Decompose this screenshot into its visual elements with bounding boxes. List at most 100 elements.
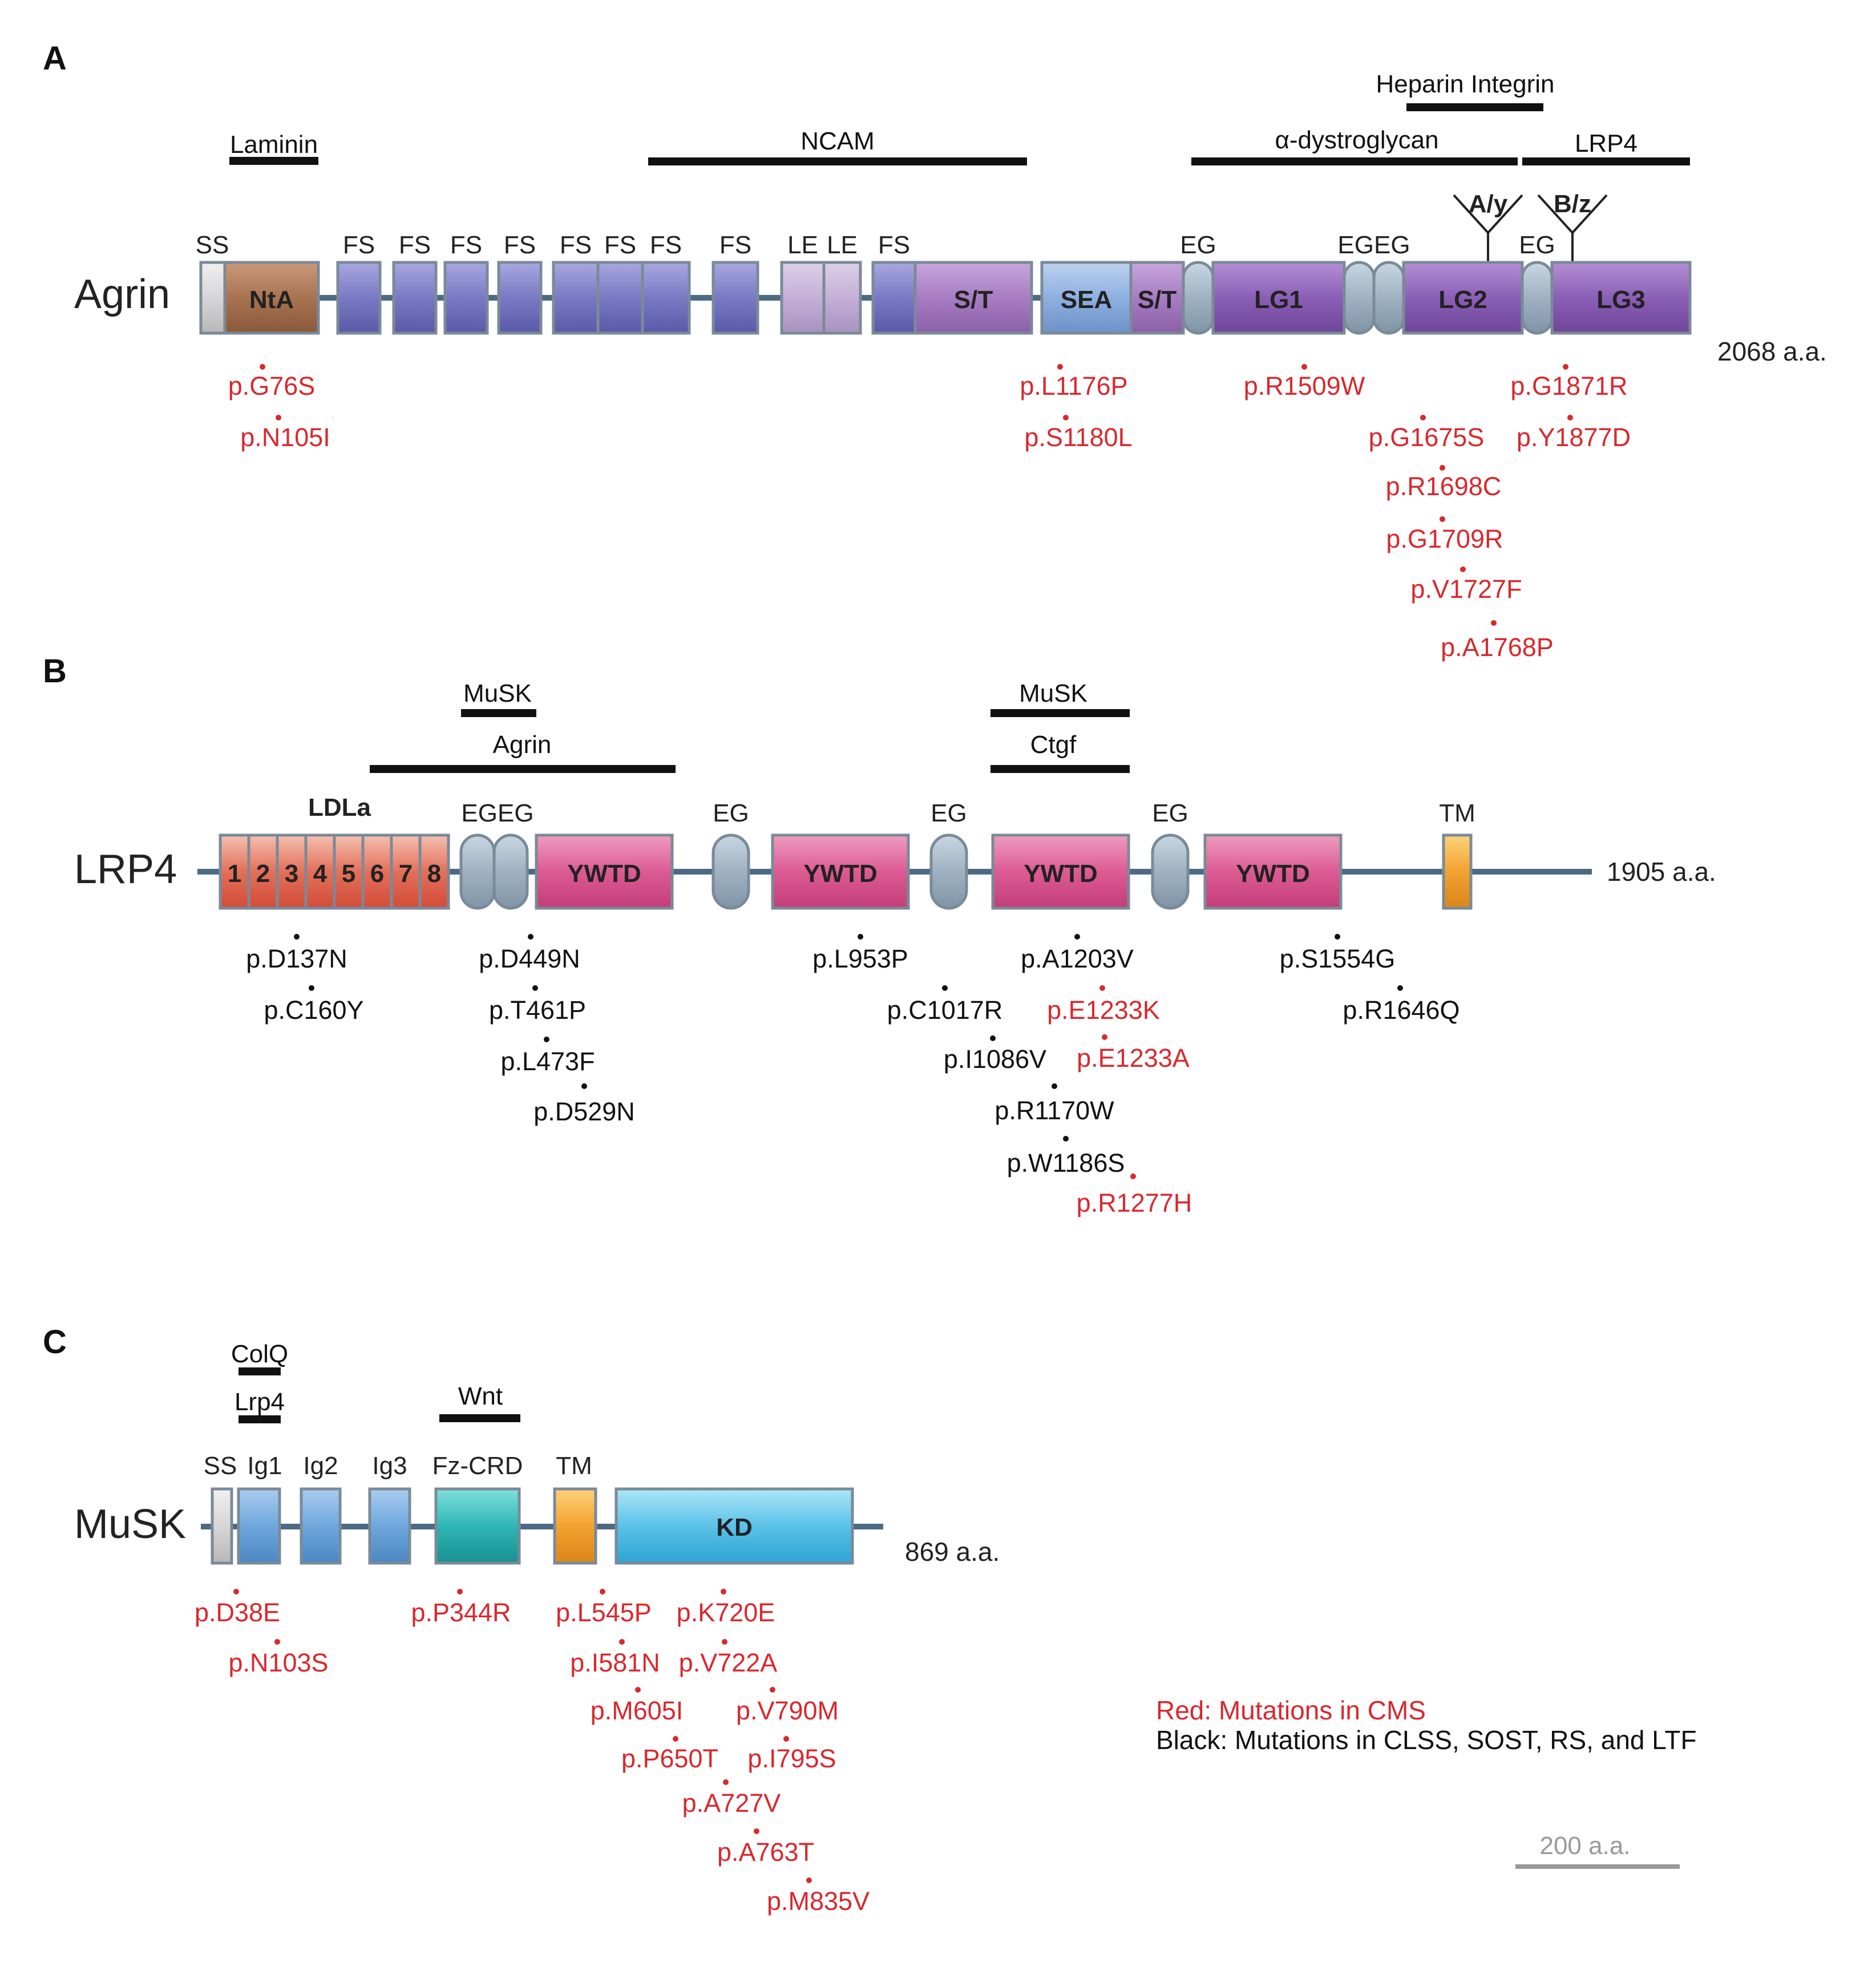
panel-a: A Laminin NCAM Heparin Integrin α-dystro… <box>43 40 1827 662</box>
lrp4-eg-domain <box>711 833 750 910</box>
mutation-label: p.G1709R <box>1386 524 1503 553</box>
mutation-marker <box>1099 985 1105 991</box>
mutation-marker <box>276 415 281 420</box>
mutation-marker <box>1563 364 1568 370</box>
mutation-marker <box>754 1828 759 1834</box>
lrp4-eg-label: EG <box>1152 799 1188 827</box>
agrin-le-domain <box>822 261 862 335</box>
mutation-marker <box>722 1639 727 1645</box>
musk-ss-domain <box>211 1487 233 1565</box>
mutation-marker <box>544 1037 549 1042</box>
mutation-marker <box>1063 1136 1069 1142</box>
agrin-fs-label: FS <box>878 231 910 259</box>
agrin-eg-domain <box>1182 261 1215 335</box>
legend-red-label: Red: Mutations in CMS <box>1156 1695 1426 1725</box>
musk-kd-label: KD <box>716 1513 753 1541</box>
splice-site-bz <box>1537 194 1608 261</box>
agrin-le-domain <box>780 261 826 335</box>
agrin-eg-domain <box>1343 261 1376 335</box>
agrin-fs-label: FS <box>504 231 536 259</box>
mutation-label: p.R1509W <box>1244 371 1365 400</box>
mutation-label: p.R1277H <box>1077 1188 1192 1217</box>
agrin-fs-domain <box>711 261 759 335</box>
mutation-marker <box>619 1639 625 1645</box>
ldla-repeat-number: 3 <box>285 860 298 888</box>
mutation-marker <box>600 1589 605 1594</box>
binding-label-colq: ColQ <box>231 1340 288 1368</box>
agrin-fs-domain <box>552 261 600 335</box>
lrp4-ywtd-domain <box>535 833 674 910</box>
ldla-repeat-number: 6 <box>370 860 384 888</box>
agrin-st-domain <box>913 261 1033 335</box>
legend-black-label: Black: Mutations in CLSS, SOST, RS, and … <box>1156 1725 1697 1755</box>
agrin-lg1-domain <box>1211 261 1346 335</box>
agrin-sea-domain <box>1040 261 1133 335</box>
ldla-label: LDLa <box>308 794 371 821</box>
agrin-eg-label: EG <box>1180 231 1216 259</box>
binding-label-laminin: Laminin <box>230 131 318 159</box>
ldla-repeat-number: 2 <box>256 860 270 888</box>
agrin-fs-label: FS <box>343 231 375 259</box>
mutation-label: p.R1170W <box>994 1096 1114 1125</box>
agrin-eg-domain <box>1372 261 1405 335</box>
musk-tm-domain <box>553 1487 597 1565</box>
mutation-marker <box>581 1083 587 1089</box>
mutation-marker <box>806 1877 812 1883</box>
mutation-marker <box>635 1687 641 1693</box>
ldla-repeat-number: 1 <box>228 860 241 888</box>
splice-label-bz: B/z <box>1554 190 1591 218</box>
mutation-label: p.Y1877D <box>1517 423 1631 452</box>
mutation-label: p.A763T <box>717 1838 814 1867</box>
agrin-lg3-domain <box>1550 261 1692 335</box>
agrin-fs-domain <box>336 261 382 335</box>
agrin-sea-label: SEA <box>1061 286 1112 314</box>
mutation-marker <box>1420 415 1426 420</box>
mutation-marker <box>673 1736 678 1742</box>
agrin-lg2-label: LG2 <box>1438 286 1487 314</box>
panel-letter-b: B <box>43 653 67 690</box>
binding-label-agrin: Agrin <box>493 731 552 759</box>
lrp4-ywtd-label: YWTD <box>803 860 878 888</box>
musk-tm-label: TM <box>556 1452 592 1480</box>
agrin-fs-domain <box>871 261 917 335</box>
mutation-label: p.M835V <box>767 1887 870 1916</box>
mutation-label: p.E1233A <box>1077 1043 1190 1072</box>
agrin-fs-label: FS <box>560 231 592 259</box>
lrp4-eg-label: EG <box>713 799 749 827</box>
mutation-label: p.V1727F <box>1410 574 1522 604</box>
mutation-marker <box>274 1639 280 1645</box>
mutation-marker <box>1335 934 1340 940</box>
agrin-st-domain-2 <box>1129 261 1185 335</box>
mutation-label: p.V790M <box>736 1696 839 1725</box>
mutation-marker <box>783 1736 789 1742</box>
mutation-label: p.W1186S <box>1007 1148 1125 1177</box>
mutation-label: p.L545P <box>556 1598 652 1627</box>
lrp4-ywtd-label: YWTD <box>1024 860 1098 888</box>
agrin-fs-label: FS <box>450 231 482 259</box>
protein-name-agrin: Agrin <box>74 272 170 317</box>
agrin-fs-label: FS <box>719 231 751 259</box>
agrin-eg-label: EG <box>1519 231 1555 259</box>
splice-site-ay <box>1453 194 1523 261</box>
binding-label-lrp4: LRP4 <box>1575 129 1638 157</box>
mutation-marker <box>990 1035 996 1041</box>
lrp4-ywtd-domain <box>991 833 1130 910</box>
mutation-marker <box>1057 364 1063 370</box>
mutation-marker <box>260 364 265 370</box>
agrin-fs-domain <box>443 261 489 335</box>
musk-ig2-domain <box>300 1487 342 1565</box>
binding-label-ctgf: Ctgf <box>1030 731 1077 759</box>
agrin-fs-domain <box>497 261 543 335</box>
ldla-repeat <box>418 833 450 910</box>
mutation-label: p.D529N <box>533 1097 635 1126</box>
lrp4-tm-label: TM <box>1439 799 1475 827</box>
mutation-marker <box>294 934 300 940</box>
protein-name-musk: MuSK <box>74 1501 186 1547</box>
mutation-marker <box>1440 465 1445 471</box>
mutation-label: p.S1180L <box>1024 423 1132 452</box>
splice-label-ay: A/y <box>1469 190 1508 218</box>
agrin-fs-domain <box>392 261 438 335</box>
musk-ig1-label: Ig1 <box>247 1452 282 1480</box>
mutation-label: p.V722A <box>679 1648 778 1677</box>
mutation-label: p.G1871R <box>1510 371 1627 400</box>
